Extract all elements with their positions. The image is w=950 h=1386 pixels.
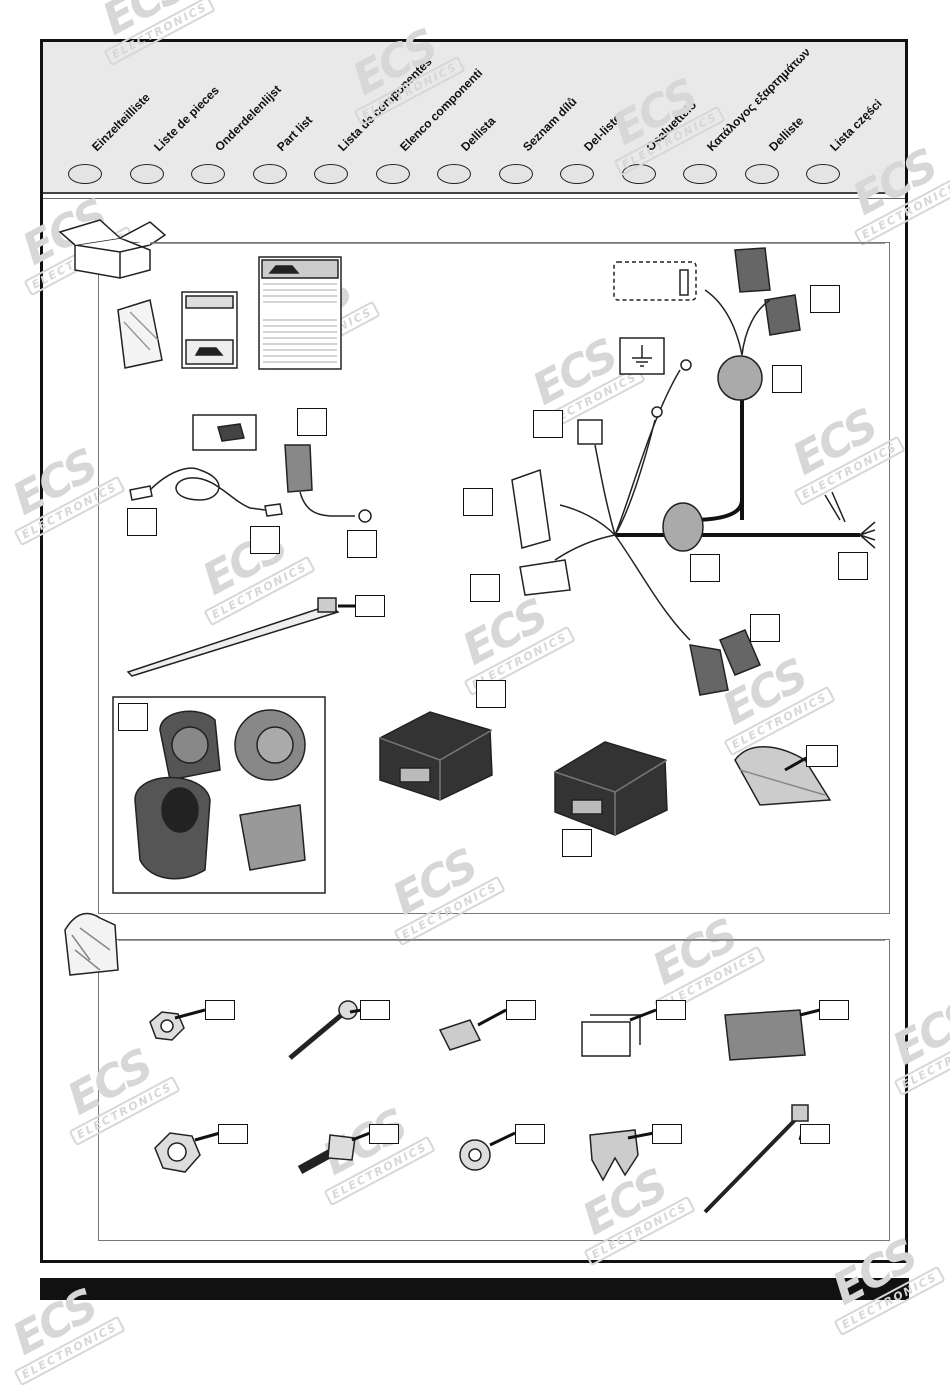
- footer-bar: [40, 1278, 909, 1300]
- header-divider: [43, 198, 905, 199]
- item-label-box: [470, 574, 500, 602]
- item-label-box: [819, 1000, 849, 1020]
- item-label-box: [205, 1000, 235, 1020]
- item-label-box: [800, 1124, 830, 1144]
- item-label-box: [690, 554, 720, 582]
- language-checkbox[interactable]: [252, 164, 287, 184]
- item-label-box: [347, 530, 377, 558]
- language-checkbox[interactable]: [560, 164, 594, 184]
- item-label-box: [297, 408, 327, 436]
- item-label-box: [250, 526, 280, 554]
- language-checkbox[interactable]: [437, 164, 471, 184]
- language-checkbox[interactable]: [621, 164, 656, 184]
- item-label-box: [515, 1124, 545, 1144]
- item-label-box: [806, 745, 838, 767]
- item-label-box: [750, 614, 780, 642]
- item-label-box: [562, 829, 592, 857]
- item-label-box: [838, 552, 868, 580]
- item-label-box: [506, 1000, 536, 1020]
- item-label-box: [656, 1000, 686, 1020]
- language-checkbox[interactable]: [68, 164, 102, 184]
- item-label-box: [476, 680, 506, 708]
- item-label-box: [533, 410, 563, 438]
- item-label-box: [118, 703, 148, 731]
- item-label-box: [772, 365, 802, 393]
- language-checkbox[interactable]: [375, 164, 410, 184]
- language-checkbox[interactable]: [744, 164, 779, 184]
- item-label-box: [360, 1000, 390, 1020]
- item-label-box: [369, 1124, 399, 1144]
- language-checkbox[interactable]: [806, 164, 840, 184]
- item-label-box: [355, 595, 385, 617]
- language-checkbox[interactable]: [191, 164, 225, 184]
- item-label-box: [810, 285, 840, 313]
- language-checkbox[interactable]: [129, 164, 164, 184]
- language-checkbox[interactable]: [683, 164, 717, 184]
- item-label-box: [652, 1124, 682, 1144]
- plastic-bag-icon: [64, 912, 885, 976]
- language-checkbox[interactable]: [314, 164, 348, 184]
- item-label-box: [463, 488, 493, 516]
- parts-illustration: [58, 219, 885, 1214]
- ground-symbol-icon: [619, 337, 665, 375]
- item-label-box: [127, 508, 157, 536]
- language-checkbox[interactable]: [498, 164, 533, 184]
- cardboard-box-icon: [58, 219, 885, 279]
- item-label-box: [218, 1124, 248, 1144]
